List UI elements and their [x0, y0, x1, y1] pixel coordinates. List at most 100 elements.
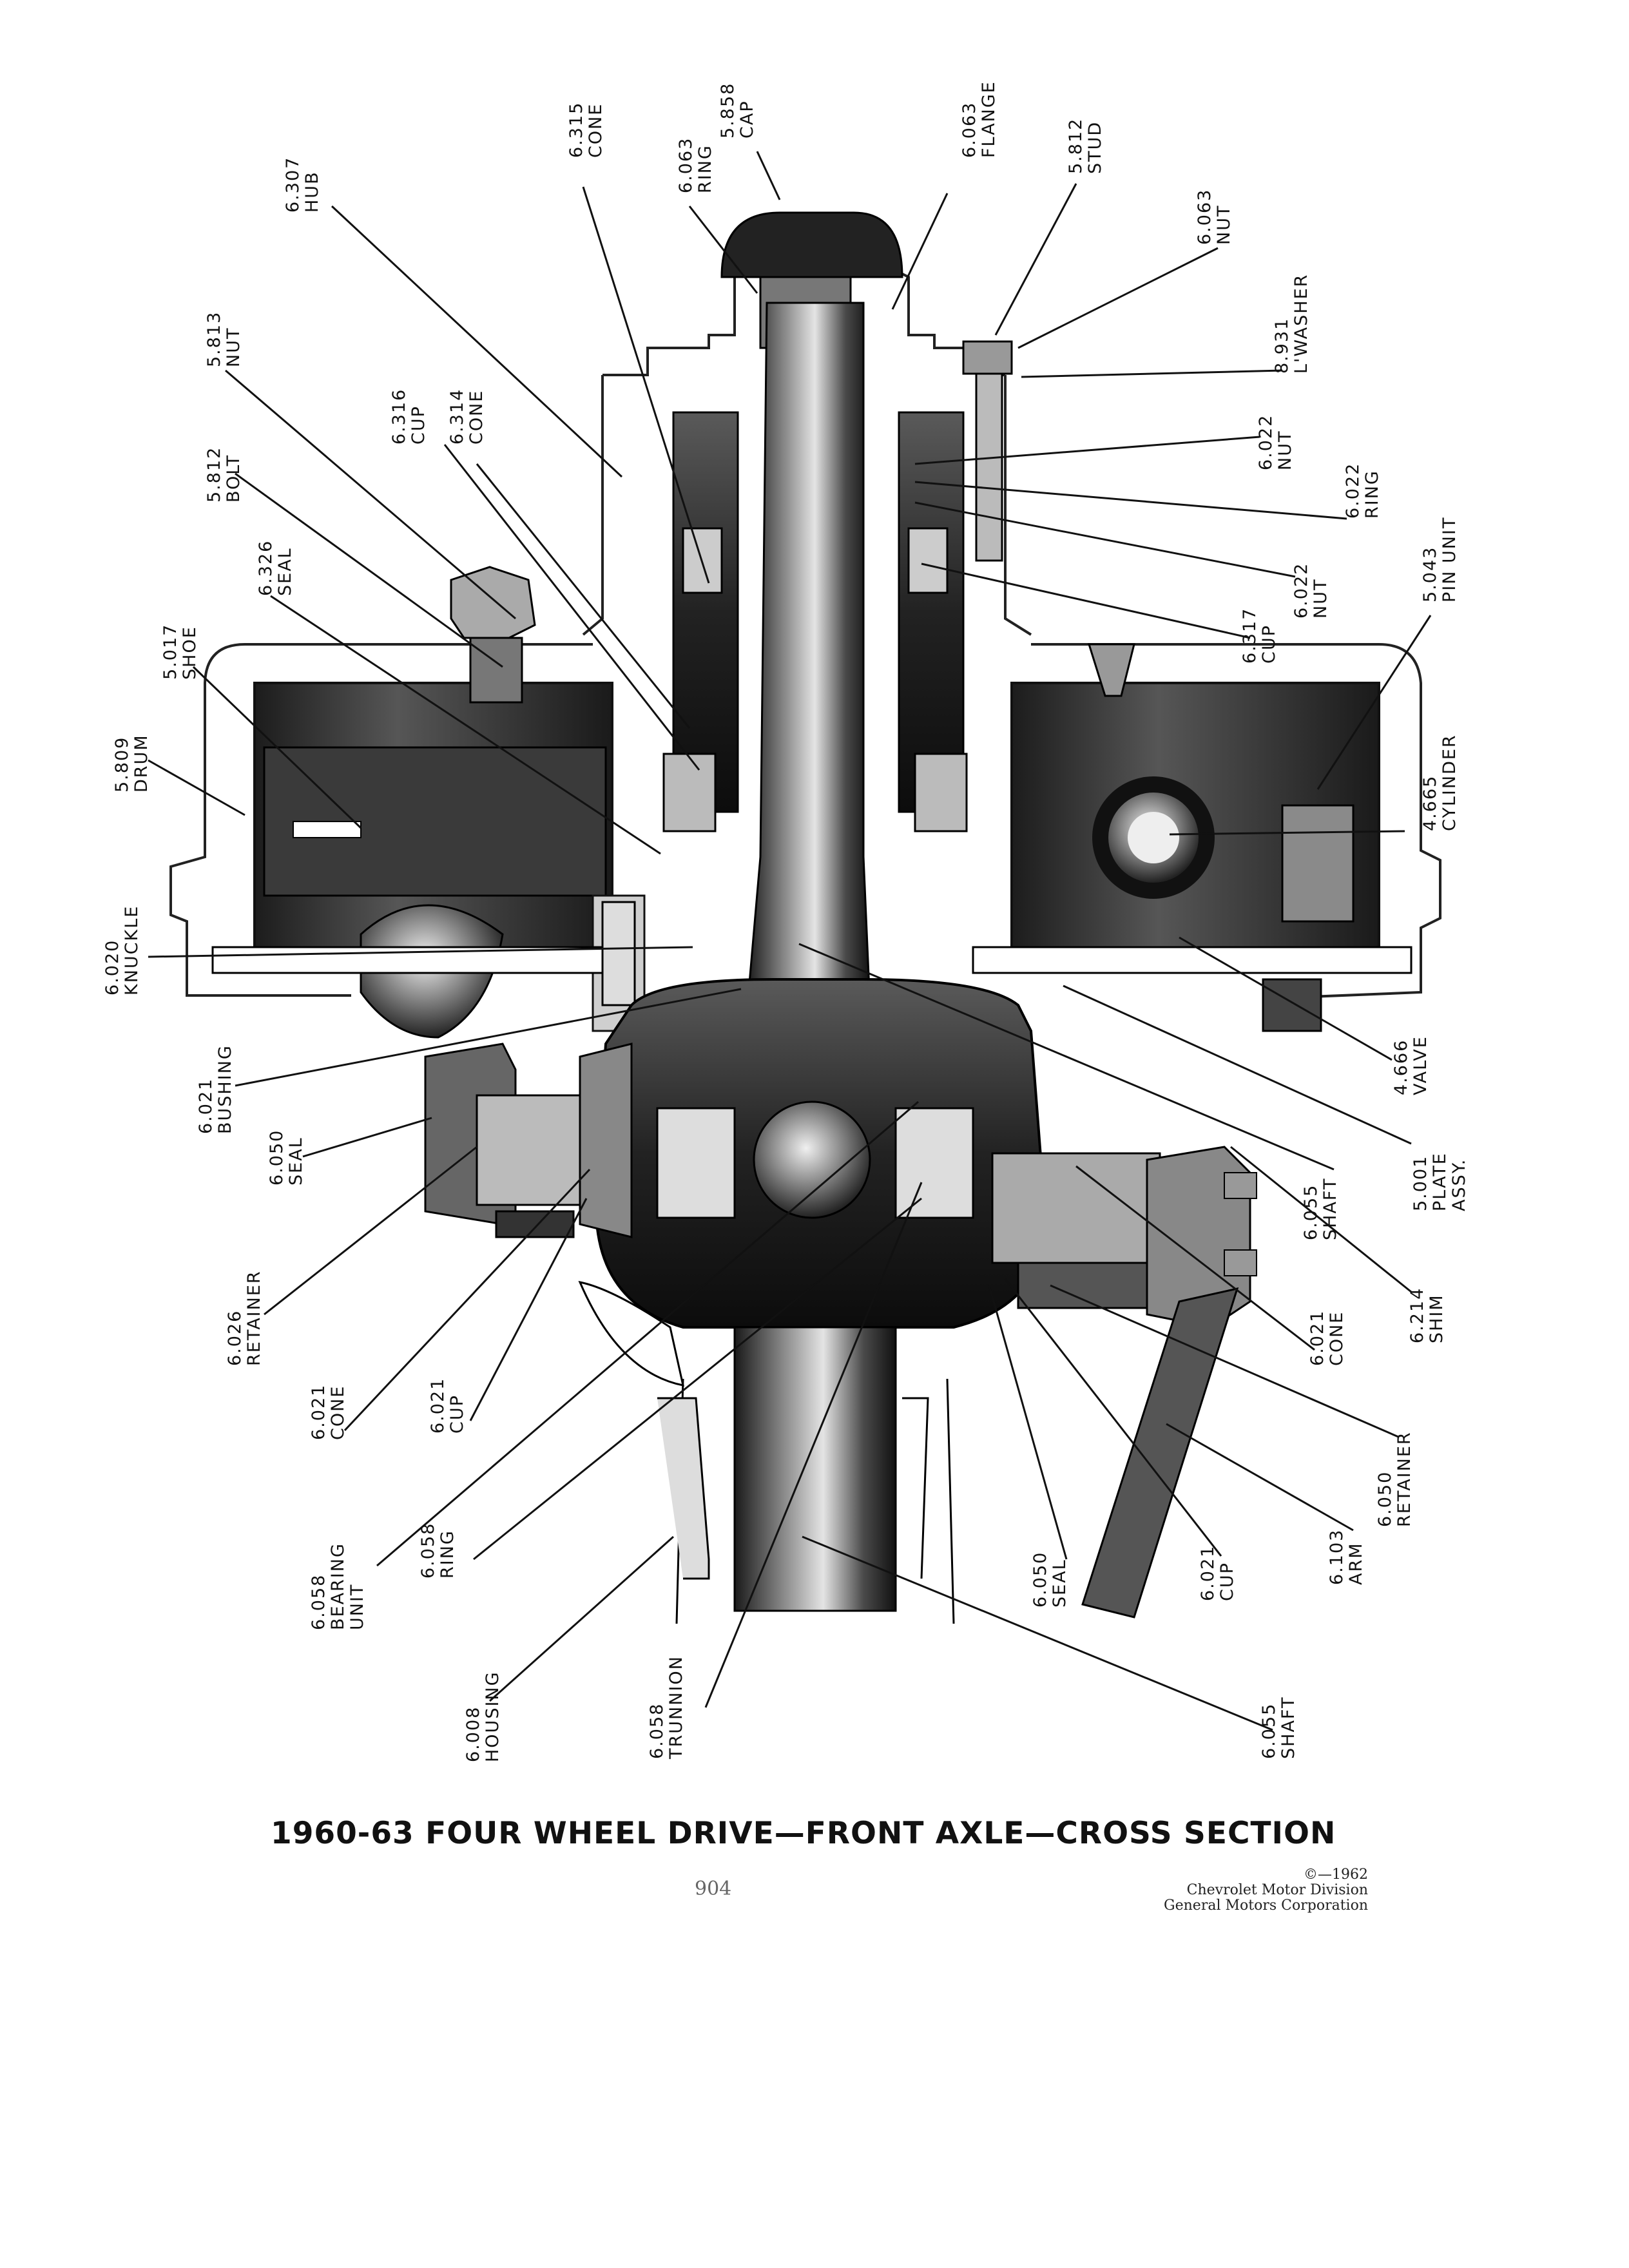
diagram-title: 1960-63 FOUR WHEEL DRIVE—FRONT AXLE—CROS…	[271, 1816, 1336, 1851]
part-name: DRUM	[131, 734, 151, 793]
part-number: 6.214	[1407, 1287, 1427, 1343]
part-number: 6.326	[256, 539, 276, 596]
part-name: CUP	[1259, 624, 1279, 664]
part-number: 5.043	[1420, 546, 1440, 602]
part-name: CONE	[586, 102, 606, 158]
part-name: STUD	[1085, 120, 1105, 174]
part-name: PLATE	[1430, 1152, 1450, 1211]
left-pivot-bearing	[424, 1043, 633, 1238]
part-number: 5.813	[204, 311, 224, 367]
part-number: 6.063	[959, 101, 979, 158]
part-name: SHAFT	[1278, 1696, 1298, 1759]
part-number: 6.050	[1375, 1470, 1395, 1527]
leader-lines	[148, 151, 1432, 1731]
part-number: 6.058	[647, 1702, 667, 1759]
part-name: NUT	[1275, 430, 1295, 470]
part-name: CUP	[409, 405, 429, 445]
part-number: 6.022	[1256, 414, 1276, 470]
part-name: RETAINER	[244, 1270, 264, 1366]
part-name: SHIM	[1427, 1294, 1447, 1343]
part-name: CUP	[447, 1394, 467, 1434]
fasteners	[450, 340, 1135, 1006]
part-name: BEARING	[328, 1542, 348, 1630]
part-name: NUT	[1311, 578, 1331, 619]
part-number: 6.050	[267, 1129, 287, 1186]
trunnion-housing	[594, 978, 1047, 1329]
part-number: 6.021	[428, 1377, 448, 1434]
part-number: 5.809	[112, 736, 132, 793]
part-number: 6.307	[283, 156, 303, 213]
part-name: CAP	[737, 100, 757, 139]
copyright-year: ©—1962	[1304, 1867, 1368, 1883]
part-name: HUB	[302, 171, 322, 213]
part-number: 6.058	[418, 1522, 438, 1579]
part-number: 4.666	[1391, 1039, 1411, 1095]
part-name: KNUCKLE	[122, 905, 142, 995]
part-number: 6.316	[389, 388, 409, 445]
hub-bearings	[662, 411, 968, 832]
part-number: 6.008	[463, 1706, 483, 1762]
part-number: 5.812	[204, 446, 224, 503]
part-name: SEAL	[286, 1137, 306, 1186]
credit-line-2: General Motors Corporation	[1164, 1898, 1368, 1914]
part-number: 6.315	[566, 101, 586, 158]
part-name: SEAL	[275, 547, 295, 596]
part-number: 5.001	[1411, 1155, 1431, 1211]
part-name: SHOE	[180, 626, 200, 680]
part-number: 6.058	[309, 1573, 329, 1630]
part-name: ARM	[1346, 1542, 1366, 1585]
right-brake-assembly	[972, 682, 1412, 1032]
part-name: TRUNNION	[666, 1655, 686, 1759]
part-name: VALVE	[1411, 1035, 1431, 1095]
part-number: 6.026	[225, 1309, 245, 1366]
part-number: 6.317	[1240, 607, 1260, 664]
part-number: 6.022	[1343, 462, 1363, 519]
copyright-credit: ©—1962 Chevrolet Motor Division General …	[1164, 1867, 1368, 1914]
part-number: 6.021	[1198, 1544, 1218, 1601]
part-name: CONE	[1327, 1311, 1347, 1366]
axle-shaft-upper	[746, 302, 871, 1006]
part-name: RING	[695, 144, 715, 193]
part-name: RING	[1362, 470, 1382, 519]
part-number: 6.021	[309, 1383, 329, 1440]
part-number: 5.017	[160, 623, 180, 680]
part-name-line2: UNIT	[347, 1583, 367, 1630]
part-name-line2: ASSY.	[1449, 1158, 1469, 1211]
part-name: RETAINER	[1394, 1431, 1414, 1527]
lower-housing	[578, 1280, 955, 1624]
part-name: CONE	[467, 389, 487, 445]
part-number: 6.103	[1327, 1528, 1347, 1585]
part-name: CUP	[1217, 1562, 1237, 1601]
part-name: NUT	[224, 327, 244, 367]
part-number: 6.063	[676, 137, 696, 193]
